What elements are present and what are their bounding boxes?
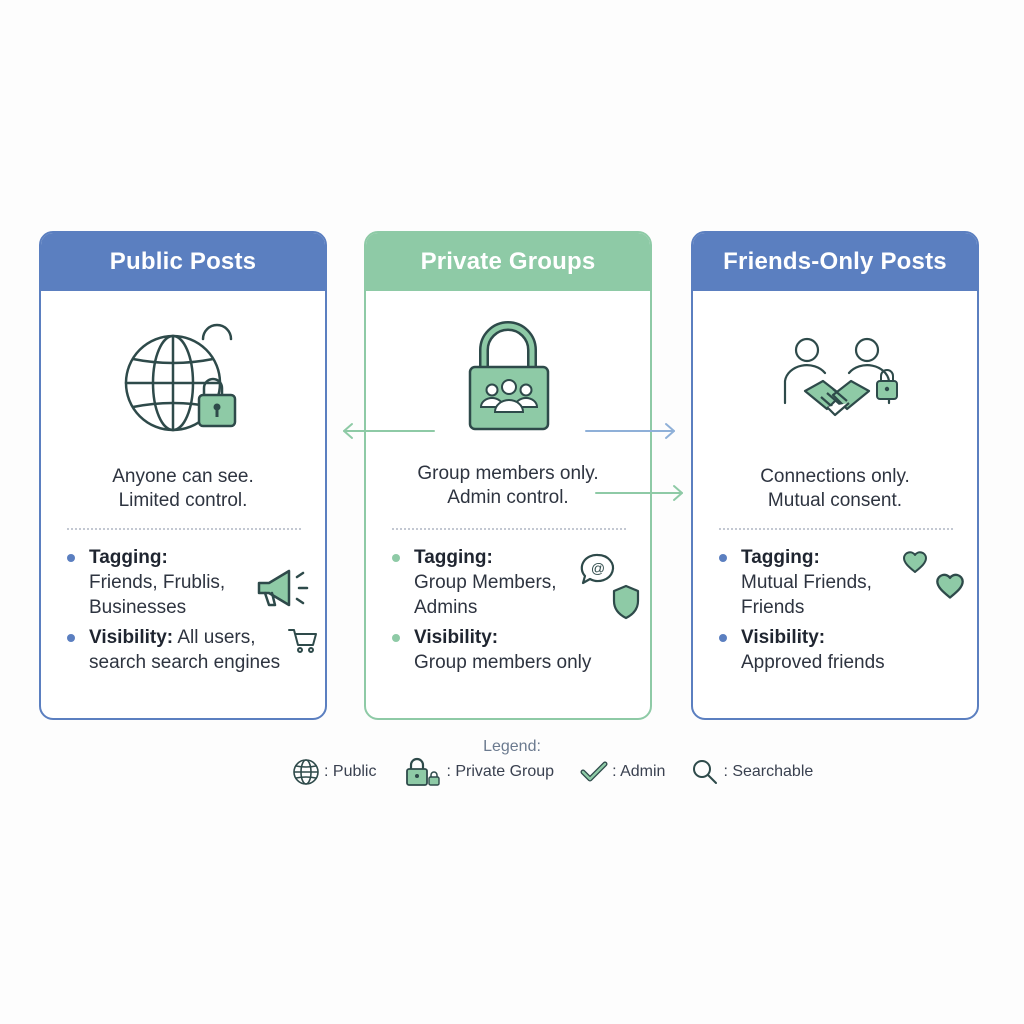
divider bbox=[67, 528, 301, 530]
bullet-list: Tagging: Friends, Frublis, Businesses Vi… bbox=[63, 545, 313, 680]
padlock-icon bbox=[406, 757, 441, 786]
divider bbox=[719, 528, 953, 530]
bullet-list: Tagging: Mutual Friends, Friends Visibil… bbox=[715, 545, 965, 680]
shield-icon bbox=[612, 584, 640, 620]
card-title: Friends-Only Posts bbox=[693, 233, 977, 291]
card-description: Connections only. Mutual consent. bbox=[760, 466, 910, 511]
legend: : Public : Private Group : Admin bbox=[292, 756, 839, 788]
bullet-visibility: Visibility: Group members only bbox=[388, 625, 638, 675]
bullet-tagging: Tagging: Group Members, Admins bbox=[388, 545, 638, 620]
bullet-dot bbox=[392, 634, 400, 642]
heart-icon bbox=[903, 551, 927, 573]
card-description: Group members only. Admin control. bbox=[417, 463, 599, 508]
legend-item-admin: : Admin bbox=[580, 760, 665, 784]
legend-item-public: : Public bbox=[292, 758, 376, 786]
card-private-groups: Private Groups Group members only. Admin… bbox=[364, 231, 652, 720]
divider bbox=[392, 528, 626, 530]
bullet-dot bbox=[719, 554, 727, 562]
checkmark-icon bbox=[580, 761, 608, 782]
globe-icon bbox=[293, 759, 319, 785]
svg-text:@: @ bbox=[591, 560, 605, 576]
card-description: Anyone can see. Limited control. bbox=[112, 466, 254, 511]
bullet-dot bbox=[67, 634, 75, 642]
legend-item-private-group: : Private Group bbox=[402, 757, 554, 787]
padlock-group-icon bbox=[468, 321, 550, 431]
handshake-lock-icon bbox=[783, 337, 898, 417]
bullet-dot bbox=[392, 554, 400, 562]
card-friends-only-posts: Friends-Only Posts Connections only. bbox=[691, 231, 979, 720]
megaphone-icon bbox=[257, 569, 309, 607]
bullet-visibility: Visibility: All users, search search eng… bbox=[63, 625, 313, 675]
legend-title: Legend: bbox=[483, 738, 541, 755]
heart-icon bbox=[936, 573, 964, 599]
bullet-dot bbox=[719, 634, 727, 642]
bullet-dot bbox=[67, 554, 75, 562]
shopping-cart-icon bbox=[288, 629, 317, 653]
magnifier-icon bbox=[693, 760, 718, 784]
bullet-tagging: Tagging: Friends, Frublis, Businesses bbox=[63, 545, 313, 620]
bullet-list: Tagging: Group Members, Admins Visibilit… bbox=[388, 545, 638, 680]
card-title: Public Posts bbox=[41, 233, 325, 291]
card-title: Private Groups bbox=[366, 233, 650, 291]
globe-lock-icon bbox=[124, 323, 237, 432]
card-public-posts: Public Posts Anyone can see. Limited con… bbox=[39, 231, 327, 720]
bullet-visibility: Visibility: Approved friends bbox=[715, 625, 965, 675]
bullet-tagging: Tagging: Mutual Friends, Friends bbox=[715, 545, 965, 620]
at-sign-bubble-icon: @ bbox=[580, 553, 615, 585]
legend-item-searchable: : Searchable bbox=[691, 758, 813, 786]
